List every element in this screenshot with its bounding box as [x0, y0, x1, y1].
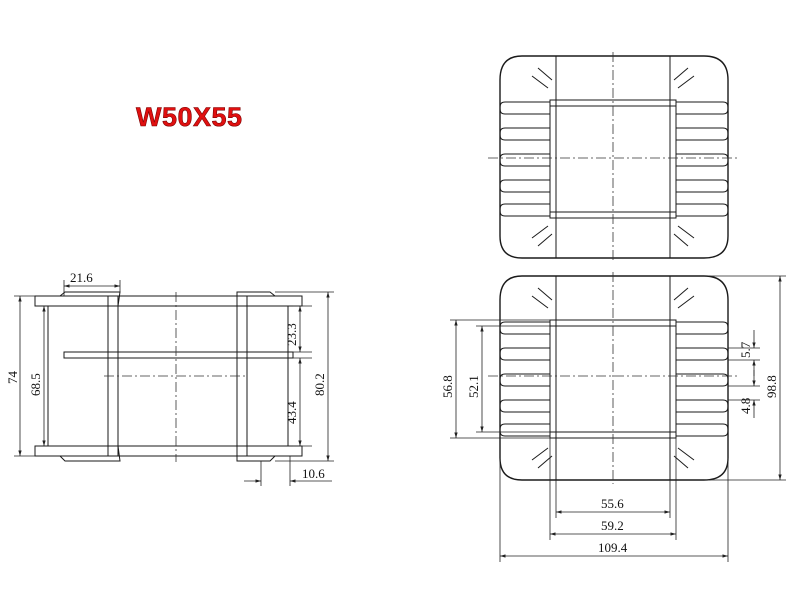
dim-side-outer-height: 74: [5, 371, 20, 385]
top-view: [488, 52, 738, 262]
dim-side-inner-height: 68.5: [28, 373, 43, 396]
dim-front-total-height: 98.8: [764, 375, 779, 398]
dim-side-total-height: 80.2: [312, 373, 327, 396]
front-view: 56.8 52.1 5.7 4.8 98.8 55.6 59.2: [440, 272, 786, 562]
dim-side-top-width: 21.6: [70, 270, 93, 285]
dim-side-lower-gap: 43.4: [284, 401, 299, 424]
dim-front-fin-pitch-bottom: 4.8: [738, 398, 753, 414]
dim-front-window-height: 56.8: [440, 375, 455, 398]
dim-side-flange-offset: 10.6: [302, 466, 325, 481]
dim-side-upper-gap: 23.3: [284, 323, 299, 346]
dim-front-total-width: 109.4: [598, 540, 628, 555]
model-title: W50X55: [136, 102, 243, 132]
dim-front-fin-pitch-top: 5.7: [738, 341, 753, 358]
dim-front-core-width: 55.6: [601, 496, 624, 511]
side-view: 21.6 74 68.5 23.3 43.4 80.2 10.6: [5, 270, 334, 486]
dim-front-window-inner: 52.1: [466, 375, 481, 398]
dim-front-window-width: 59.2: [601, 518, 624, 533]
